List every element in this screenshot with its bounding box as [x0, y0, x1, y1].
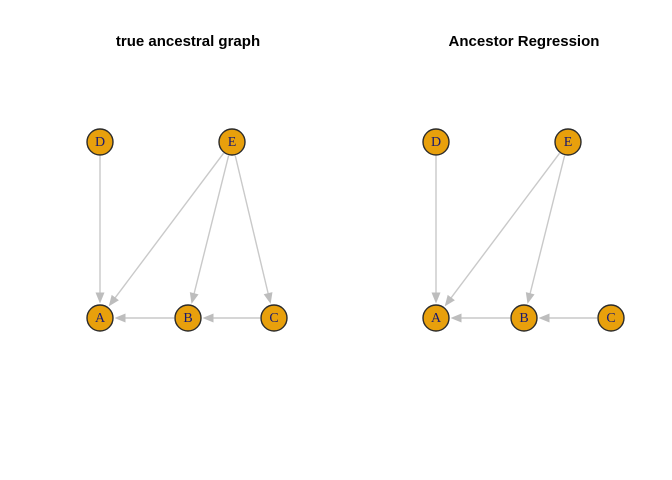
edge-arrowhead	[431, 292, 441, 304]
edge-arrowhead	[95, 292, 105, 304]
edge-D-to-A	[95, 156, 105, 304]
edge-layer	[95, 152, 273, 323]
panel-title: Ancestor Regression	[449, 33, 600, 50]
node-circle[interactable]	[597, 304, 625, 332]
graph-node-E[interactable]: E	[554, 128, 582, 156]
node-circle[interactable]	[218, 128, 246, 156]
node-circle[interactable]	[554, 128, 582, 156]
node-label: C	[269, 311, 278, 326]
graph-node-C[interactable]: C	[260, 304, 288, 332]
panel-title: true ancestral graph	[116, 33, 260, 50]
graph-node-E[interactable]: E	[218, 128, 246, 156]
graph-node-D[interactable]: D	[86, 128, 114, 156]
edge-arrowhead	[108, 294, 119, 307]
edge-arrowhead	[450, 313, 462, 323]
node-layer: D E A B C	[422, 128, 625, 332]
edge-E-to-C	[234, 155, 273, 304]
edge-B-to-A	[114, 313, 174, 323]
edge-D-to-A	[431, 156, 441, 304]
node-label: B	[183, 311, 192, 326]
node-circle[interactable]	[260, 304, 288, 332]
edge-arrowhead	[538, 313, 550, 323]
edge-line	[193, 155, 230, 296]
edge-B-to-A	[450, 313, 510, 323]
graph-node-D[interactable]: D	[422, 128, 450, 156]
edge-C-to-B	[202, 313, 260, 323]
node-label: B	[519, 311, 528, 326]
edge-arrowhead	[263, 292, 273, 304]
edge-layer	[431, 152, 597, 323]
edge-arrowhead	[525, 292, 535, 304]
edge-E-to-A	[444, 152, 561, 307]
edge-line	[113, 152, 225, 300]
edge-E-to-B	[189, 155, 230, 304]
edge-E-to-B	[525, 155, 566, 304]
graph-node-B[interactable]: B	[510, 304, 538, 332]
graph-node-C[interactable]: C	[597, 304, 625, 332]
edge-E-to-A	[108, 152, 225, 307]
edge-arrowhead	[189, 292, 199, 304]
graph-node-A[interactable]: A	[422, 304, 450, 332]
graph-node-B[interactable]: B	[174, 304, 202, 332]
node-circle[interactable]	[510, 304, 538, 332]
edge-arrowhead	[114, 313, 126, 323]
graph-node-A[interactable]: A	[86, 304, 114, 332]
node-label: A	[95, 311, 106, 326]
node-label: A	[431, 311, 442, 326]
edge-C-to-B	[538, 313, 597, 323]
node-circle[interactable]	[174, 304, 202, 332]
node-circle[interactable]	[86, 128, 114, 156]
node-label: D	[95, 135, 105, 150]
node-circle[interactable]	[86, 304, 114, 332]
node-label: E	[564, 135, 573, 150]
node-label: D	[431, 135, 441, 150]
node-label: C	[606, 311, 615, 326]
edge-arrowhead	[202, 313, 214, 323]
edge-arrowhead	[444, 294, 455, 307]
node-circle[interactable]	[422, 304, 450, 332]
node-label: E	[228, 135, 237, 150]
edge-line	[529, 155, 566, 296]
node-circle[interactable]	[422, 128, 450, 156]
edge-line	[449, 152, 561, 300]
node-layer: D E A B C	[86, 128, 288, 332]
edge-line	[234, 155, 270, 296]
